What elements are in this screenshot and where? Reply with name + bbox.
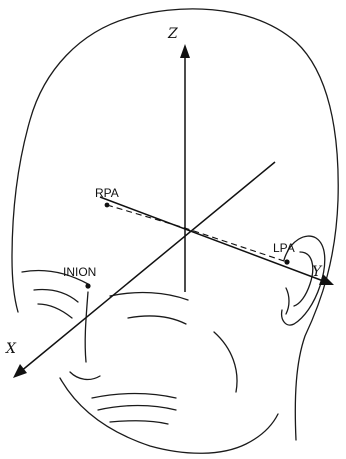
head-outline bbox=[128, 9, 338, 440]
z-axis-label: Z bbox=[167, 26, 178, 42]
x-axis-label: X bbox=[5, 341, 17, 357]
lpa-label: LPA bbox=[273, 241, 295, 255]
cheek-line-upper bbox=[110, 293, 188, 300]
eye-fold-lower bbox=[38, 304, 72, 318]
chin-outline bbox=[60, 378, 278, 453]
nose-bridge bbox=[85, 292, 88, 362]
x-axis-arrowhead bbox=[13, 364, 27, 378]
y-axis-arrowhead bbox=[319, 274, 334, 285]
x-axis-line bbox=[20, 162, 275, 372]
lower-lip bbox=[110, 421, 168, 424]
mouth-line bbox=[98, 406, 176, 411]
rpa-point bbox=[105, 203, 110, 208]
y-axis-label: Y bbox=[312, 264, 323, 280]
rpa-label: RPA bbox=[95, 186, 119, 200]
ear-lobe-detail bbox=[286, 288, 289, 314]
upper-lip bbox=[92, 394, 176, 399]
eye-fold-upper bbox=[34, 290, 78, 303]
cheek-contour bbox=[214, 332, 237, 392]
z-axis-arrowhead bbox=[180, 44, 190, 58]
inion-point bbox=[85, 283, 90, 288]
nose-tip bbox=[70, 372, 100, 379]
ear-inner-fold bbox=[294, 252, 313, 306]
inion-label: INION bbox=[63, 265, 96, 279]
cheek-line-lower bbox=[128, 316, 186, 324]
y-axis-line bbox=[100, 197, 326, 282]
lpa-point bbox=[284, 259, 289, 264]
